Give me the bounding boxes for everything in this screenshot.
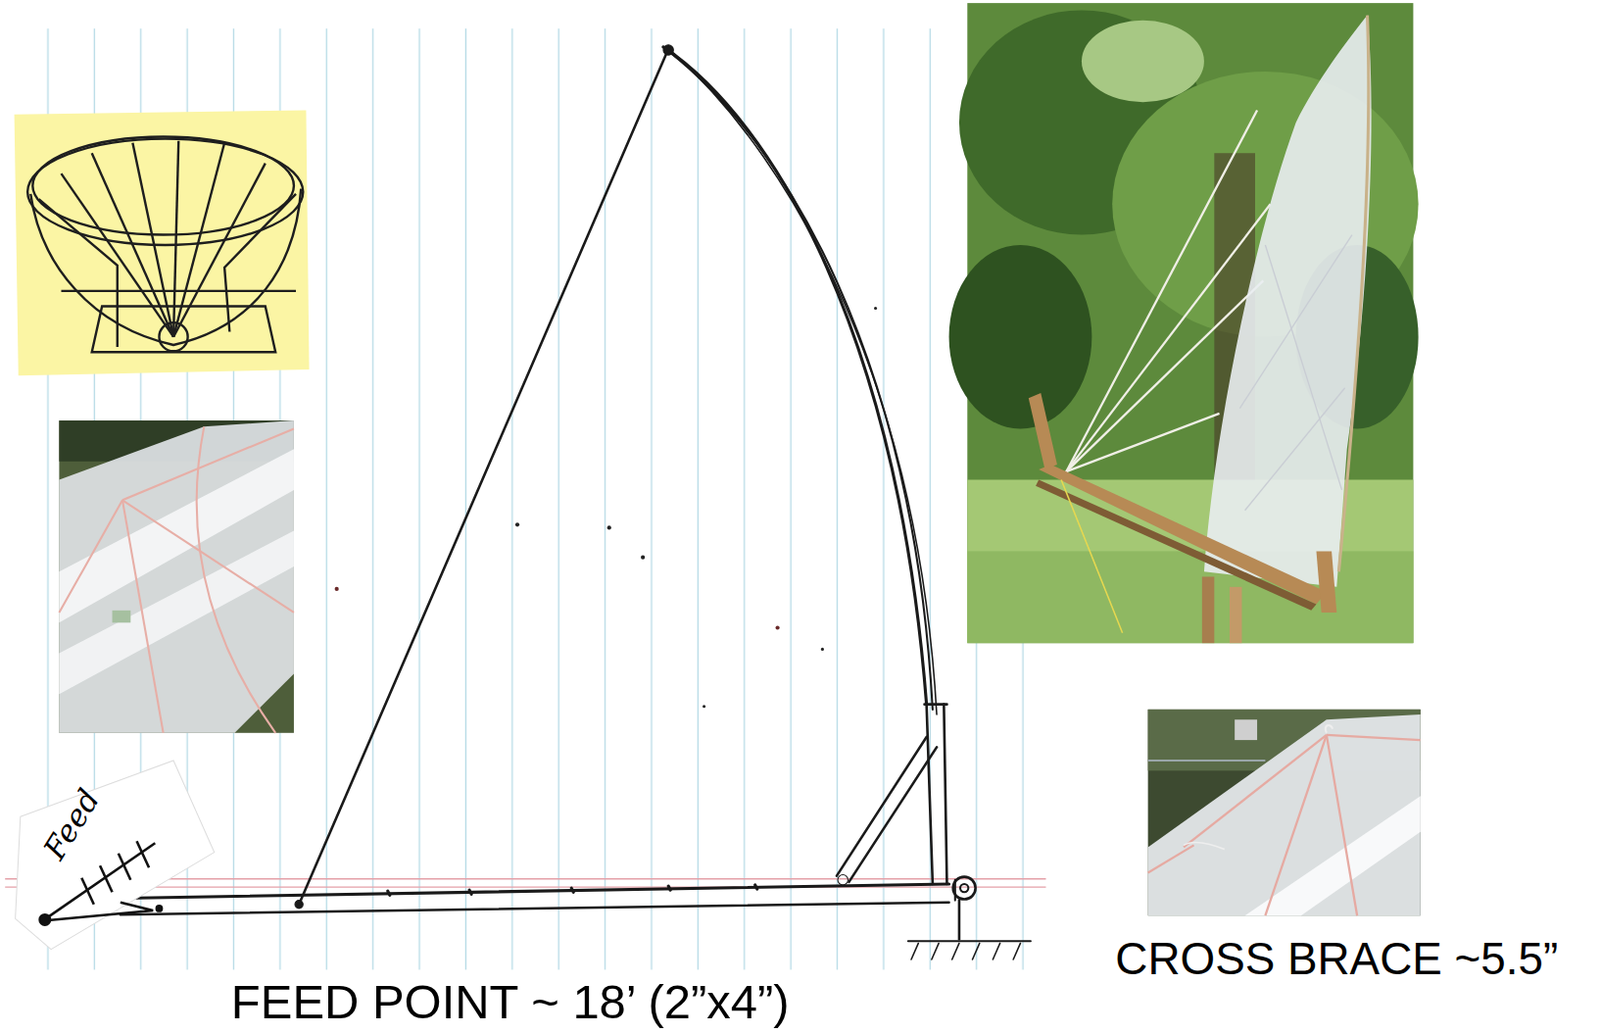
sticky-note [14, 109, 310, 376]
cross-brace-photo [1148, 709, 1421, 916]
dimension-label: FEED POINT ~ 18’ (2”x4”) [231, 975, 790, 1029]
antenna-photo [949, 2, 1419, 643]
paper [4, 28, 1046, 970]
paper-rules [4, 28, 1046, 970]
feed-tag [15, 760, 215, 950]
dimension-label: CROSS BRACE ~5.5” [1115, 934, 1558, 984]
margin-line [4, 885, 1046, 887]
sail-photo [58, 420, 294, 733]
feed-note: Feed [37, 783, 106, 866]
paper-specks [335, 306, 878, 708]
